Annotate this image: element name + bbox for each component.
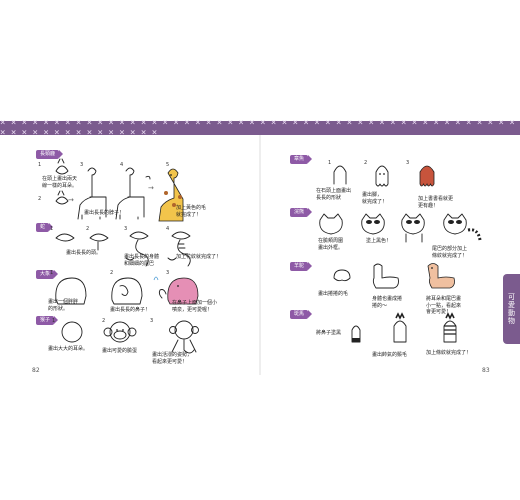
- giraffe-arrow-2: →: [148, 184, 154, 192]
- monkey-drawing: [61, 320, 199, 354]
- section-tag-alpaca: 羊駝: [290, 262, 313, 271]
- snake-caption-2: 畫出長長的身體 和細細的尾巴: [124, 254, 160, 267]
- elephant-step-1-number: 1: [50, 270, 54, 276]
- alpaca-step-1: [333, 269, 351, 282]
- zebra-caption-2: 畫出帥氣的鬃毛: [372, 352, 408, 358]
- giraffe-step-4: [115, 167, 151, 220]
- octopus-step-1-number: 1: [328, 160, 332, 166]
- giraffe-step-3-number: 3: [80, 162, 84, 168]
- alpaca-drawing: [333, 263, 455, 289]
- monkey-step-1-number: 1: [52, 318, 56, 324]
- giraffe-step-5-number: 5: [166, 162, 170, 168]
- octopus-step-3-number: 3: [406, 160, 410, 166]
- elephant-caption-3: 在鼻子上面加一個小 噴泉，更可愛喔！: [172, 300, 218, 313]
- section-tag-monkey: 猴子: [36, 316, 59, 325]
- zebra-step-2: [393, 312, 407, 343]
- octopus-drawing: [333, 165, 435, 187]
- elephant-caption-2: 畫出長長的鼻子！: [110, 307, 151, 313]
- raccoon-caption-3: 尾巴的部分加上 條紋就完成了！: [432, 246, 468, 259]
- monkey-caption-2: 畫出可愛的臉蛋: [102, 348, 138, 354]
- monkey-step-2-number: 2: [102, 318, 106, 324]
- section-tag-octopus: 章魚: [290, 155, 313, 164]
- monkey-caption-1: 畫出大大的耳朵。: [48, 346, 89, 352]
- zebra-step-3: [443, 312, 457, 343]
- giraffe-caption-1: 在頭上畫出兩天 線一樣的耳朵。: [42, 176, 78, 189]
- giraffe-step-1-number: 1: [38, 162, 42, 168]
- elephant-step-2: [111, 277, 143, 305]
- snake-step-4: [167, 231, 191, 267]
- elephant-step-3: [153, 276, 199, 305]
- octopus-caption-3: 加上書書看就更 更有趣！: [418, 196, 454, 209]
- snake-step-2: [89, 233, 109, 251]
- section-tag-giraffe: 長頸鹿: [36, 150, 64, 159]
- octopus-step-1: [333, 165, 347, 185]
- snake-caption-3: 加上花紋就完成了！: [176, 254, 222, 260]
- header-x-pattern: × × × × × × × × × × × × × × × × × × × × …: [0, 118, 515, 138]
- alpaca-caption-1: 畫出捲捲的毛: [318, 291, 349, 297]
- elephant-step-2-number: 2: [110, 270, 114, 276]
- snake-step-1-number: 1: [50, 226, 54, 232]
- giraffe-step-5: [158, 168, 184, 222]
- monkey-step-2: [103, 321, 137, 343]
- monkey-caption-3: 畫出活潑的姿勢， 看起來更可愛！: [152, 352, 193, 365]
- raccoon-step-2: [361, 213, 385, 235]
- zebra-caption-1: 將鼻子塗黑: [316, 330, 342, 336]
- zebra-caption-3: 加上條紋就完成了！: [426, 350, 472, 356]
- raccoon-step-3: [401, 213, 425, 243]
- elephant-drawing: [55, 276, 199, 305]
- zebra-drawing: [351, 312, 457, 343]
- giraffe-step-2: [55, 190, 69, 205]
- snake-step-3-number: 3: [124, 226, 128, 232]
- snake-step-1: [55, 233, 75, 242]
- octopus-caption-2: 畫出腳， 就完成了！: [362, 192, 388, 205]
- giraffe-drawing: [55, 158, 184, 222]
- giraffe-step-2-number: 2: [38, 196, 42, 202]
- snake-drawing: [55, 231, 191, 267]
- snake-step-4-number: 4: [166, 226, 170, 232]
- side-chapter-tab: 可愛動物: [503, 274, 520, 344]
- giraffe-step-1: [55, 158, 69, 175]
- alpaca-caption-2: 身體也畫成捲 捲的～: [372, 296, 403, 309]
- alpaca-caption-3: 將耳朵和尾巴畫 小一點，看起來 會更可愛！: [426, 296, 462, 315]
- giraffe-arrow-1: →: [68, 196, 74, 204]
- octopus-caption-1: 在石頭上面畫出 長長的形狀: [316, 188, 352, 201]
- zebra-step-1: [351, 325, 361, 343]
- giraffe-step-3: [77, 167, 107, 220]
- right-page-number: 83: [482, 367, 490, 374]
- raccoon-step-4: [443, 213, 482, 241]
- header-band: [0, 121, 520, 135]
- alpaca-step-3: [427, 263, 455, 289]
- section-tag-raccoon: 浣熊: [290, 208, 313, 217]
- raccoon-step-1: [319, 213, 343, 235]
- page-gutter: [259, 135, 261, 375]
- section-tag-zebra: 斑馬: [290, 310, 313, 319]
- raccoon-caption-1: 在臉頰周圍 畫出外框。: [318, 238, 344, 251]
- alpaca-step-2: [372, 263, 399, 289]
- octopus-step-3: [419, 165, 435, 187]
- snake-caption-1: 畫出長長的頭。: [66, 250, 102, 256]
- elephant-step-1: [55, 277, 87, 305]
- giraffe-step-4-number: 4: [120, 162, 124, 168]
- giraffe-caption-2: 畫出長長的脖子！: [84, 210, 125, 216]
- giraffe-caption-3: 加上黃色的毛 就完成了！: [176, 205, 207, 218]
- monkey-step-3: [169, 320, 199, 354]
- octopus-step-2: [375, 165, 389, 187]
- snake-step-2-number: 2: [86, 226, 90, 232]
- elephant-caption-1: 畫出一個胖胖 的形狀。: [48, 299, 79, 312]
- raccoon-drawing: [319, 213, 482, 243]
- section-tag-snake: 蛇: [36, 223, 54, 232]
- octopus-step-2-number: 2: [364, 160, 368, 166]
- left-page-number: 82: [32, 367, 40, 374]
- elephant-step-3-number: 3: [166, 270, 170, 276]
- monkey-step-1: [61, 321, 83, 343]
- raccoon-caption-2: 塗上黑色！: [366, 238, 392, 244]
- section-tag-elephant: 大象: [36, 270, 59, 279]
- snake-step-3: [125, 231, 149, 267]
- monkey-step-3-number: 3: [150, 318, 154, 324]
